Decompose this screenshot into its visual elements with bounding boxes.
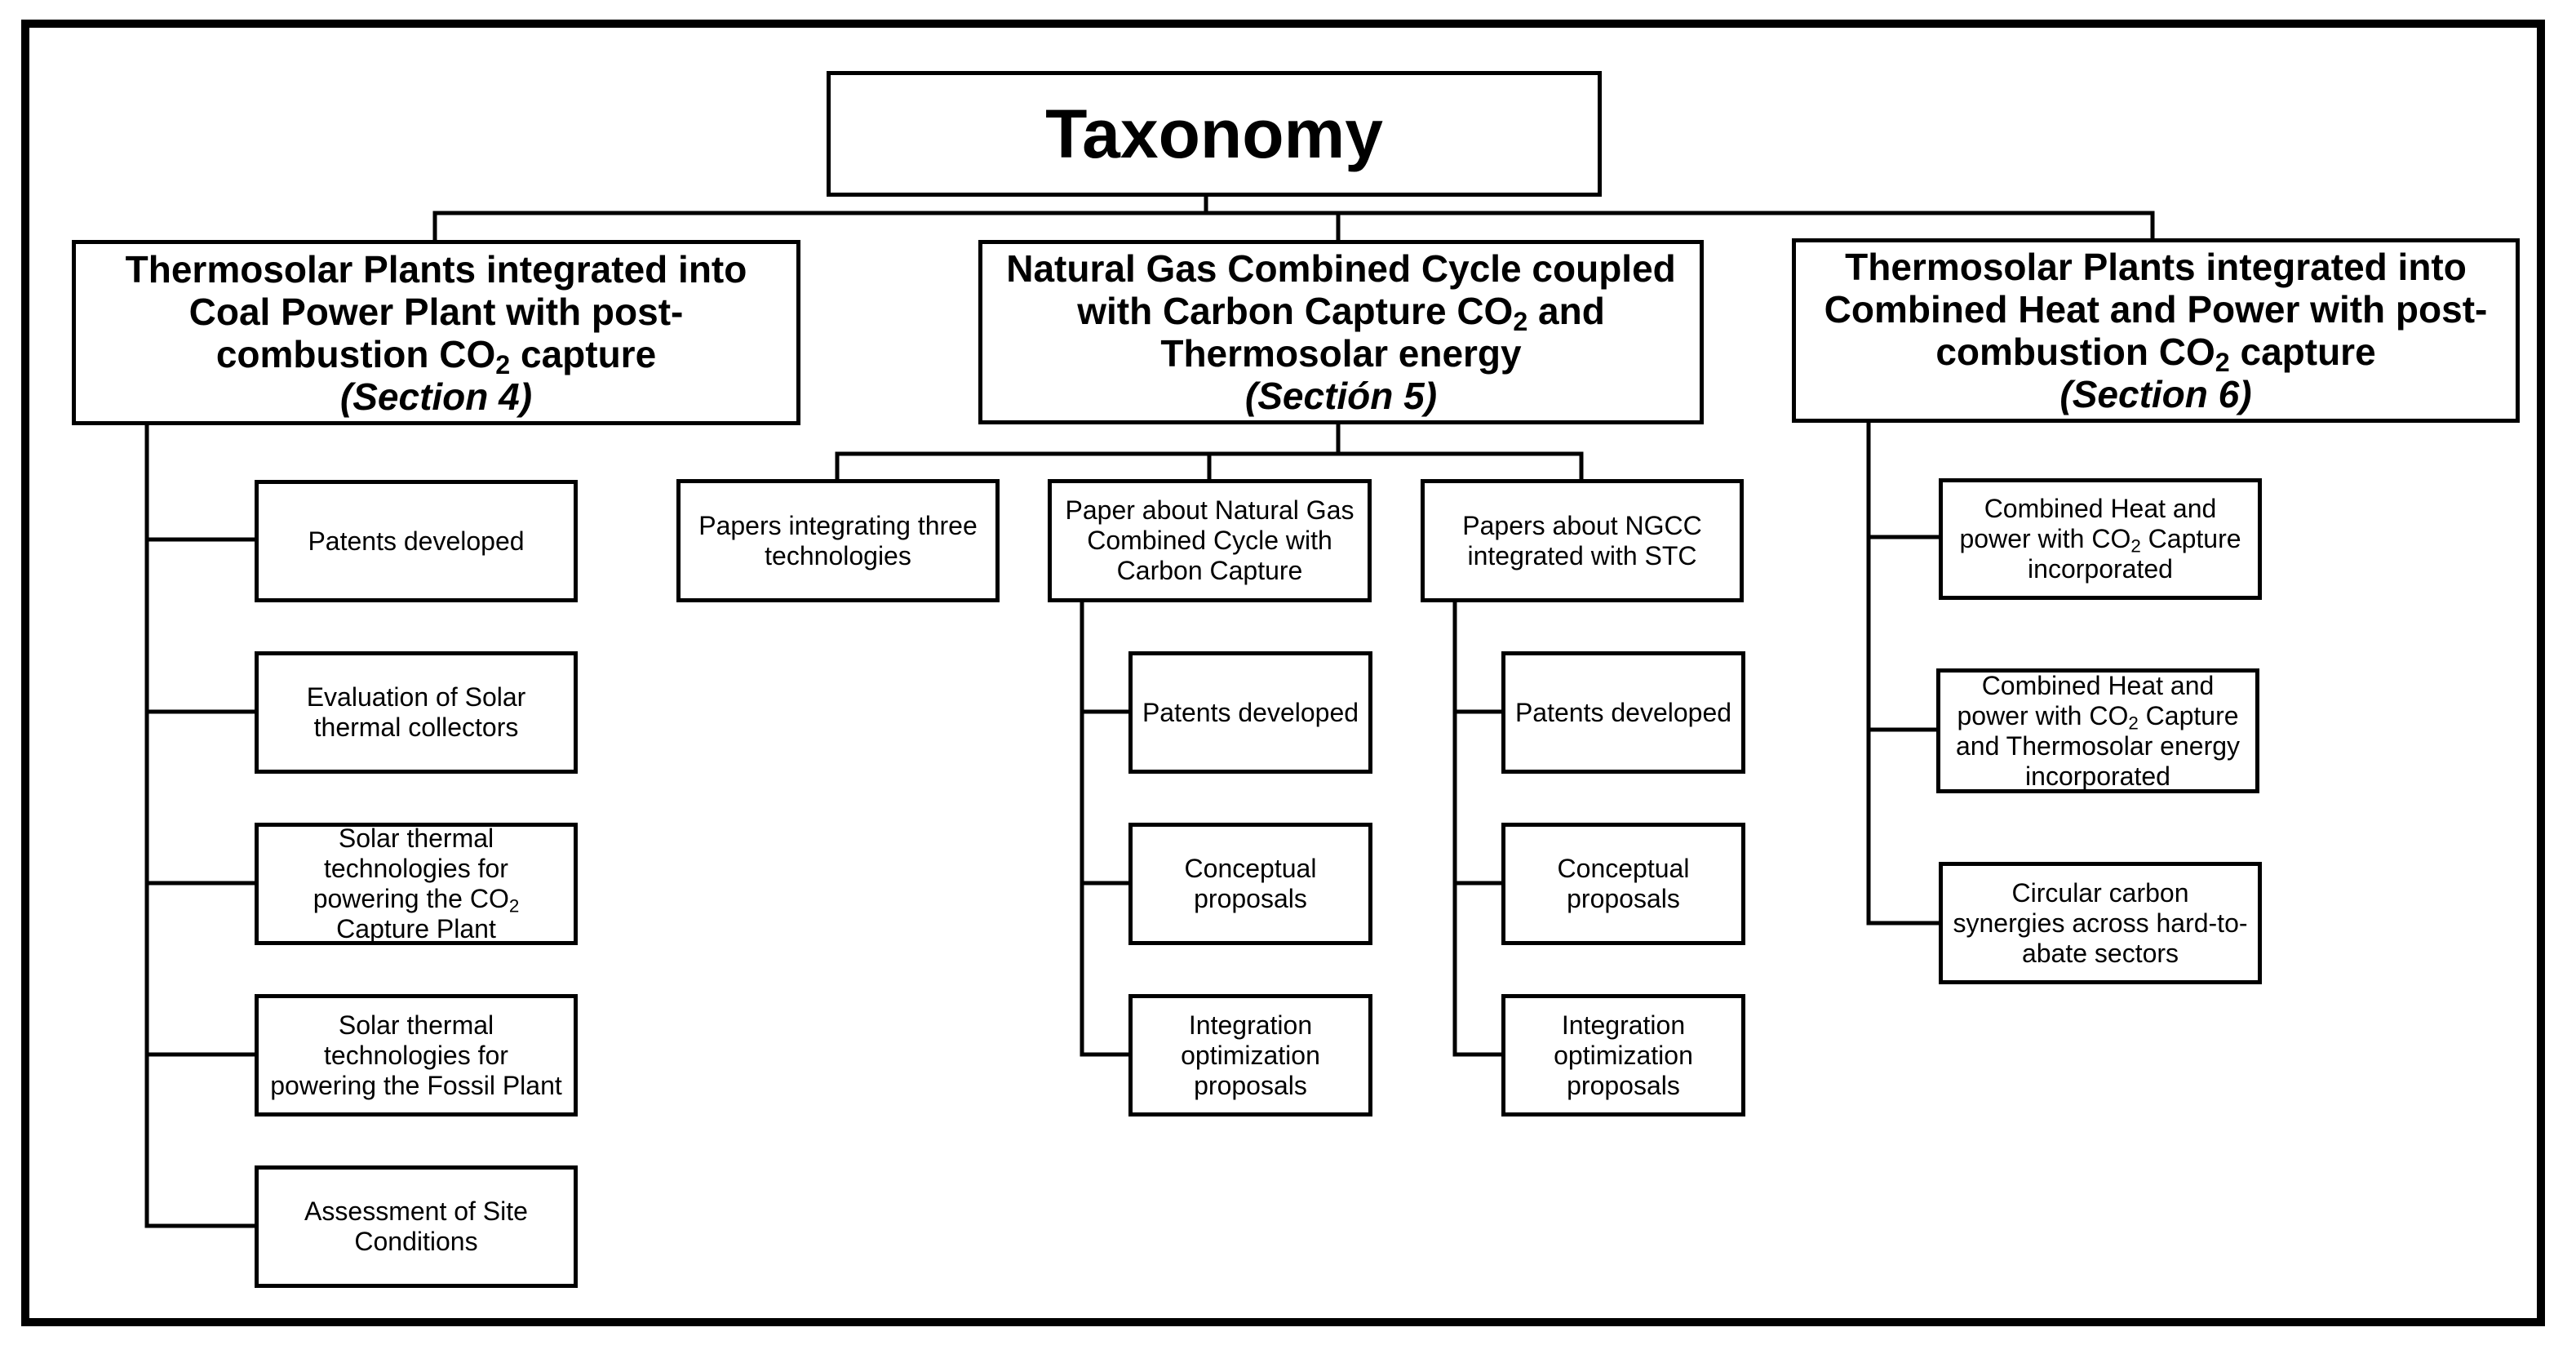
leaf-text: Paper about Natural Gas — [1065, 495, 1355, 525]
branch-1-section: (Section 4) — [339, 375, 533, 418]
group-2-leaf-3: Integration optimization proposals — [1128, 994, 1372, 1116]
leaf-text: proposals — [1567, 1070, 1680, 1100]
branch-2-group-1: Papers integrating three technologies — [676, 479, 1000, 602]
branch-2-box: Natural Gas Combined Cycle coupled with … — [978, 240, 1704, 424]
branch-2-title-line-3: Thermosolar energy — [1160, 332, 1522, 375]
leaf-text: proposals — [1567, 884, 1680, 913]
branch-3-title-line-3: combustion CO2 capture — [1935, 331, 2376, 378]
branch-1-leaf-2: Evaluation of Solar thermal collectors — [255, 651, 578, 774]
group-2-leaf-2: Conceptual proposals — [1128, 823, 1372, 945]
group-2-leaf-1: Patents developed — [1128, 651, 1372, 774]
branch-3-title-line-2: Combined Heat and Power with post- — [1824, 288, 2488, 331]
root-box: Taxonomy — [827, 71, 1602, 197]
leaf-text: Conditions — [354, 1227, 478, 1256]
branch-3-title-line-1: Thermosolar Plants integrated into — [1845, 246, 2467, 288]
leaf-text: power with CO2 Capture — [1959, 524, 2241, 557]
leaf-text: Solar thermal — [338, 1010, 494, 1040]
branch-2-section: (Sectión 5) — [1244, 375, 1438, 417]
leaf-text: Patents developed — [1142, 697, 1359, 727]
leaf-text: synergies across hard-to- — [1953, 908, 2248, 938]
leaf-text: powering the CO2 — [313, 884, 520, 917]
leaf-text: Solar thermal — [338, 823, 494, 853]
leaf-text: Combined Heat and — [1981, 670, 2215, 700]
leaf-text: integrated with STC — [1467, 540, 1697, 570]
branch-1-leaf-3: Solar thermal technologies for powering … — [255, 823, 578, 945]
leaf-text: Papers about NGCC — [1462, 510, 1702, 540]
branch-2-title-line-1: Natural Gas Combined Cycle coupled — [1006, 247, 1676, 290]
leaf-text: incorporated — [2028, 554, 2173, 584]
group-3-leaf-3: Integration optimization proposals — [1501, 994, 1745, 1116]
leaf-text: Conceptual — [1557, 854, 1690, 883]
leaf-text: Evaluation of Solar — [306, 682, 526, 712]
leaf-text: abate sectors — [2021, 938, 2179, 968]
outer-frame — [21, 20, 2545, 1326]
leaf-text: optimization — [1181, 1040, 1320, 1070]
branch-3-leaf-1: Combined Heat and power with CO2 Capture… — [1939, 478, 2262, 600]
leaf-text: Combined Cycle with — [1087, 526, 1332, 555]
branch-1-title-line-1: Thermosolar Plants integrated into — [125, 247, 747, 291]
branch-1-title-line-3: combustion CO2 capture — [215, 332, 657, 380]
branch-1-title-line-2: Coal Power Plant with post- — [188, 290, 684, 333]
leaf-text: Patents developed — [308, 526, 525, 556]
leaf-text: technologies — [765, 540, 911, 570]
branch-3-leaf-3: Circular carbon synergies across hard-to… — [1939, 862, 2262, 984]
leaf-text: thermal collectors — [313, 713, 519, 742]
leaf-text: incorporated — [2025, 761, 2170, 791]
leaf-text: power with CO2 Capture — [1957, 700, 2239, 734]
leaf-text: Integration — [1188, 1010, 1313, 1040]
leaf-text: Conceptual — [1184, 854, 1317, 883]
branch-1-leaf-1: Patents developed — [255, 480, 578, 602]
branch-2-group-2: Paper about Natural Gas Combined Cycle w… — [1048, 479, 1372, 602]
leaf-text: Papers integrating three — [698, 510, 978, 540]
group-3-leaf-1: Patents developed — [1501, 651, 1745, 774]
leaf-text: Integration — [1561, 1010, 1686, 1040]
leaf-text: Circular carbon — [2011, 877, 2189, 908]
branch-3-section: (Section 6) — [2059, 373, 2252, 415]
leaf-text: Assessment of Site — [304, 1196, 528, 1226]
group-3-leaf-2: Conceptual proposals — [1501, 823, 1745, 945]
branch-2-group-3: Papers about NGCC integrated with STC — [1421, 479, 1744, 602]
leaf-text: proposals — [1194, 1070, 1307, 1100]
leaf-text: technologies for — [324, 1040, 508, 1070]
branch-3-leaf-2: Combined Heat and power with CO2 Capture… — [1936, 668, 2259, 793]
branch-1-leaf-5: Assessment of Site Conditions — [255, 1165, 578, 1288]
leaf-text: and Thermosolar energy — [1955, 730, 2241, 761]
leaf-text: Patents developed — [1514, 697, 1732, 727]
leaf-text: technologies for — [324, 854, 508, 883]
branch-3-box: Thermosolar Plants integrated into Combi… — [1792, 238, 2520, 423]
leaf-text: powering the Fossil Plant — [270, 1070, 562, 1100]
leaf-text: Carbon Capture — [1116, 556, 1303, 585]
root-title: Taxonomy — [1045, 95, 1383, 172]
leaf-text: proposals — [1194, 884, 1307, 913]
leaf-text: optimization — [1554, 1040, 1693, 1070]
leaf-text: Combined Heat and — [1984, 494, 2217, 523]
branch-1-box: Thermosolar Plants integrated into Coal … — [72, 240, 800, 425]
branch-2-title-line-2: with Carbon Capture CO2 and — [1077, 290, 1605, 337]
leaf-text: Capture Plant — [336, 914, 496, 943]
branch-1-leaf-4: Solar thermal technologies for powering … — [255, 994, 578, 1116]
